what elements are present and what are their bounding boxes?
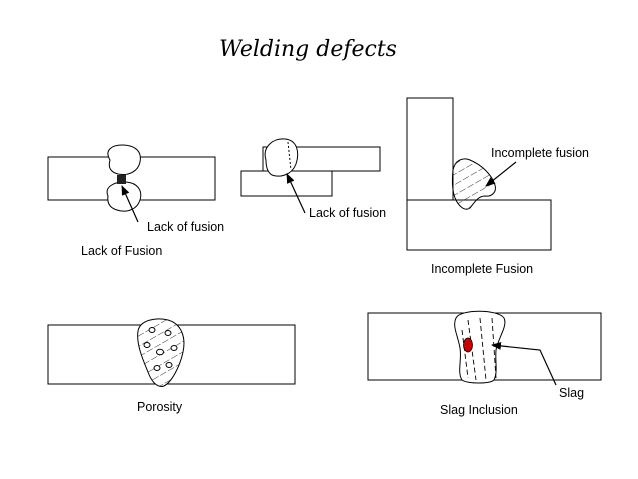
root-weld-bead	[106, 181, 142, 212]
diagram-caption: Lack of Fusion	[81, 244, 162, 258]
callout-label: Slag	[559, 386, 584, 400]
fillet-weld-bead	[264, 138, 299, 177]
top-weld-bead	[107, 144, 141, 175]
callout-label: Incomplete fusion	[491, 146, 589, 160]
weld-passes	[461, 317, 497, 381]
horizontal-plate	[406, 199, 552, 251]
callout-arrow	[121, 185, 139, 223]
porosity-diagram: Porosity	[47, 318, 296, 414]
page-title: Welding defects	[219, 37, 397, 62]
lack-of-fusion-butt-diagram: Lack of fusion Lack of Fusion	[47, 144, 224, 258]
fusion-boundary	[287, 141, 292, 171]
unfused-zone	[117, 175, 126, 184]
callout-arrow	[491, 341, 557, 386]
callout-arrow	[286, 173, 306, 214]
fillet-weld	[451, 158, 496, 210]
slag-inclusion-diagram: Slag Slag Inclusion	[367, 310, 602, 417]
lack-of-fusion-lap-diagram: Lack of fusion	[240, 138, 386, 220]
incomplete-fusion-tee-diagram: Incomplete fusion Incomplete Fusion	[406, 97, 589, 276]
diagram-caption: Porosity	[137, 400, 183, 414]
weld-bead	[454, 310, 506, 384]
callout-arrow	[485, 161, 517, 187]
callout-label: Lack of fusion	[309, 206, 386, 220]
diagram-caption: Incomplete Fusion	[431, 262, 533, 276]
diagram-caption: Slag Inclusion	[440, 403, 518, 417]
slag-inclusion	[463, 337, 473, 353]
callout-label: Lack of fusion	[147, 220, 224, 234]
vertical-plate	[406, 97, 454, 201]
gas-pores	[143, 327, 178, 371]
